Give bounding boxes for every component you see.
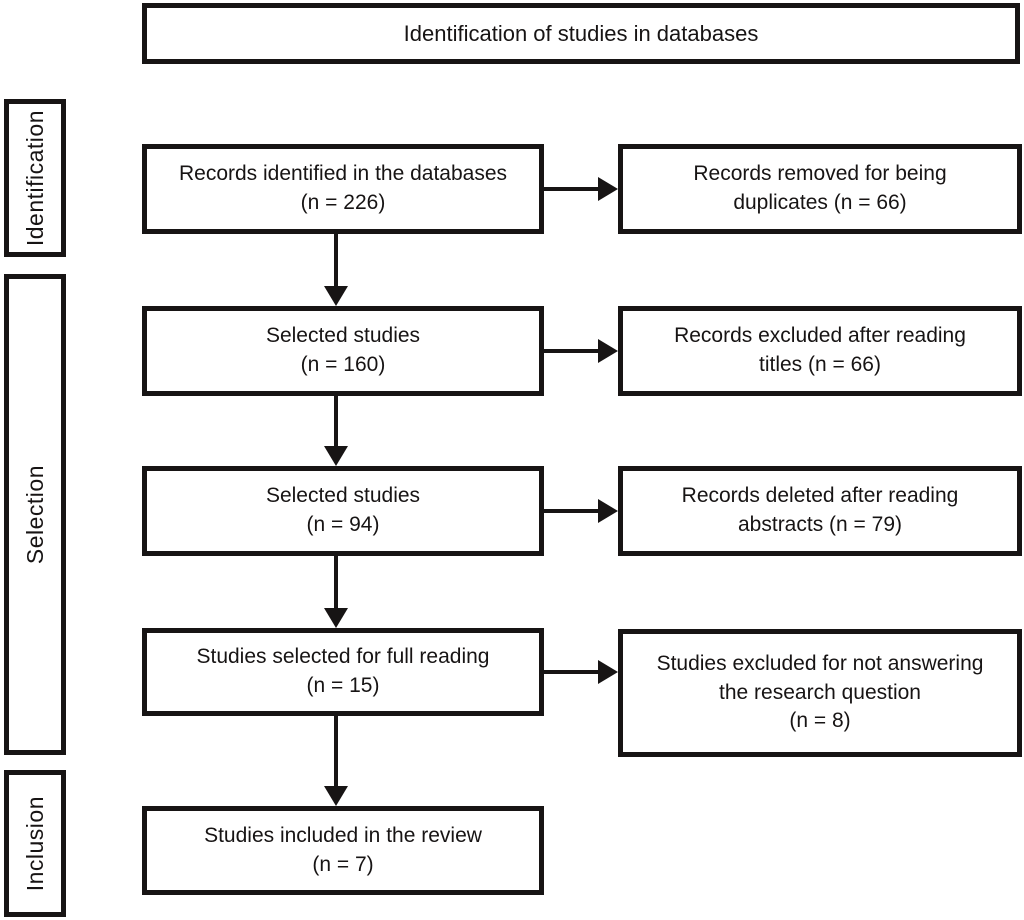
box-excluded-research-question: Studies excluded for not answering the r…	[618, 629, 1022, 757]
box-count: (n = 7)	[312, 852, 374, 876]
box-excluded-titles: Records excluded after reading titles (n…	[618, 306, 1022, 396]
stage-box-selection: Selection	[4, 274, 66, 755]
arrow-right-icon-4	[544, 660, 618, 684]
arrow-down-icon-3	[324, 556, 348, 628]
box-count: titles (n = 66)	[759, 353, 881, 376]
box-line: Records identified in the databases	[178, 162, 508, 186]
box-included-in-review: Studies included in the review (n = 7)	[142, 806, 544, 895]
box-count: (n = 226)	[300, 191, 386, 214]
stage-label-identification: Identification	[21, 109, 48, 247]
box-count: (n = 15)	[306, 674, 380, 697]
box-count: abstracts (n = 79)	[738, 513, 902, 536]
box-full-reading: Studies selected for full reading (n = 1…	[142, 628, 544, 716]
arrow-down-icon-1	[324, 234, 348, 306]
box-selected-studies-94: Selected studies (n = 94)	[142, 466, 544, 556]
box-line: Records excluded after reading	[674, 324, 966, 348]
box-line: the research question	[719, 680, 921, 704]
box-line: Studies excluded for not answering	[656, 651, 984, 675]
arrow-right-icon-2	[544, 339, 618, 363]
box-records-identified: Records identified in the databases (n =…	[142, 144, 544, 234]
arrow-down-icon-4	[324, 716, 348, 806]
stage-label-selection: Selection	[21, 464, 48, 565]
title-box: Identification of studies in databases	[142, 3, 1020, 64]
box-line: Selected studies	[265, 324, 421, 348]
arrow-right-icon-1	[544, 177, 618, 201]
box-line: Selected studies	[265, 484, 421, 508]
box-line: Records deleted after reading	[681, 484, 959, 508]
stage-box-identification: Identification	[4, 99, 66, 257]
box-count: duplicates (n = 66)	[733, 191, 907, 214]
stage-label-inclusion: Inclusion	[21, 795, 48, 892]
box-count: (n = 94)	[306, 513, 380, 536]
stage-box-inclusion: Inclusion	[4, 770, 66, 917]
box-removed-duplicates: Records removed for being duplicates (n …	[618, 144, 1022, 234]
box-line: Records removed for being	[693, 162, 947, 186]
arrow-down-icon-2	[324, 396, 348, 466]
box-count: (n = 160)	[300, 353, 386, 376]
arrow-right-icon-3	[544, 499, 618, 523]
diagram-title: Identification of studies in databases	[403, 20, 759, 46]
box-selected-studies-160: Selected studies (n = 160)	[142, 306, 544, 396]
box-line: Studies included in the review	[204, 823, 482, 847]
box-count: (n = 8)	[789, 709, 851, 733]
box-deleted-abstracts: Records deleted after reading abstracts …	[618, 466, 1022, 556]
box-line: Studies selected for full reading	[196, 645, 490, 669]
